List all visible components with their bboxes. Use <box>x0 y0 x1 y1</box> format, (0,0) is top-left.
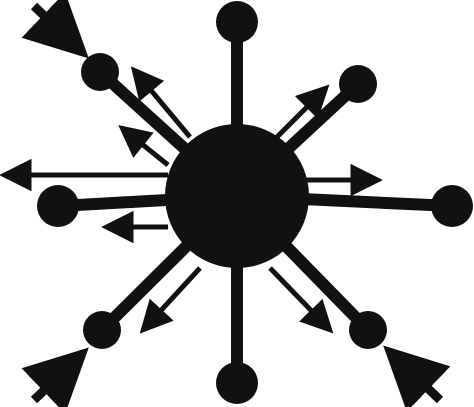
corner-arrow-bottom-right <box>383 345 451 407</box>
node-top <box>216 1 258 43</box>
node-upper-right <box>339 65 377 103</box>
central-hub <box>165 124 309 268</box>
node-left <box>37 185 79 227</box>
corner-arrow-top-left <box>21 0 89 59</box>
signal-arrows <box>0 66 383 334</box>
arrow-lower-right <box>268 266 334 334</box>
node-right <box>431 185 473 227</box>
node-lower-left <box>83 311 121 349</box>
arrow-upper-right <box>270 84 330 144</box>
corner-arrow-bottom-left <box>21 347 89 407</box>
arrow-lower-left <box>139 266 202 334</box>
node-lower-right <box>349 311 387 349</box>
terminal-nodes <box>37 1 473 404</box>
corner-arrows <box>21 0 451 407</box>
arrow-upper-left-outer <box>130 66 192 139</box>
node-bottom <box>216 362 258 404</box>
node-upper-left <box>81 53 119 91</box>
arrow-upper-left-inner <box>118 124 170 167</box>
